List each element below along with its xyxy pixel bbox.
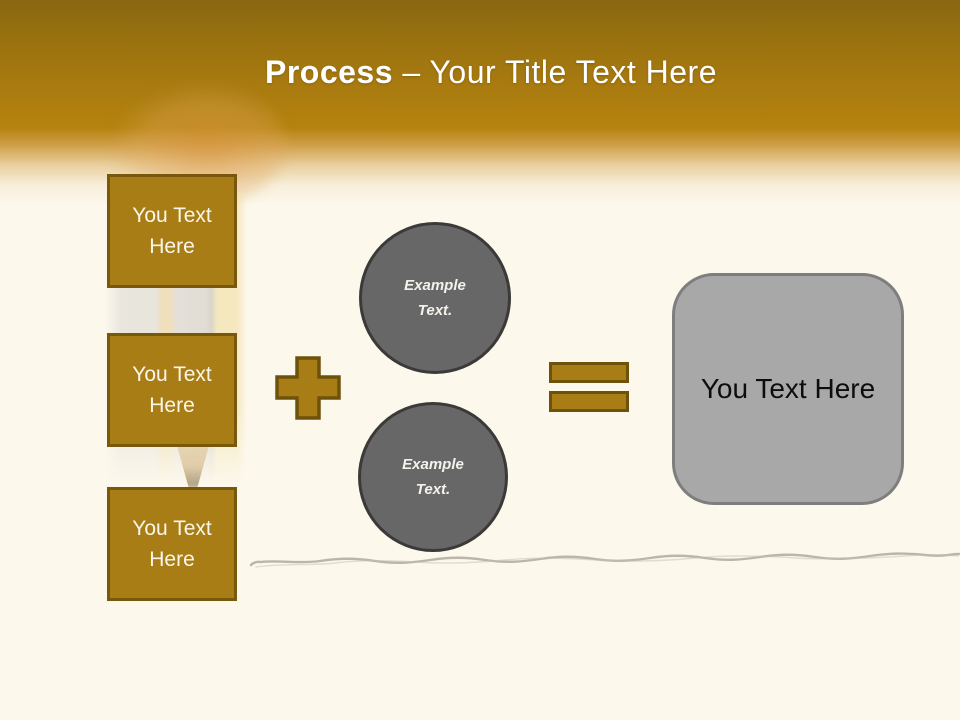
example-circle-1-label: Example Text. — [404, 276, 466, 320]
title-keyword: Process — [264, 54, 394, 90]
equals-icon — [549, 362, 629, 416]
step-box-3-label: You Text Here — [132, 516, 212, 572]
step-box-3: You Text Here — [107, 487, 237, 601]
step-box-2: You Text Here — [107, 333, 237, 447]
equals-bottom-bar — [549, 391, 629, 412]
example-circle-1: Example Text. — [359, 222, 511, 374]
title-rest: Your Title Text Here — [429, 54, 717, 90]
step-box-2-label: You Text Here — [132, 362, 212, 418]
step-box-1-label: You Text Here — [132, 203, 212, 259]
slide-title: Process – Your Title Text Here — [0, 54, 960, 91]
example-circle-2-label: Example Text. — [402, 455, 464, 499]
step-box-1: You Text Here — [107, 174, 237, 288]
plus-icon — [275, 356, 341, 420]
equals-top-bar — [549, 362, 629, 383]
example-circle-2: Example Text. — [358, 402, 508, 552]
title-separator: – — [393, 54, 430, 90]
result-box-label: You Text Here — [700, 373, 876, 404]
result-box: You Text Here — [672, 273, 904, 505]
